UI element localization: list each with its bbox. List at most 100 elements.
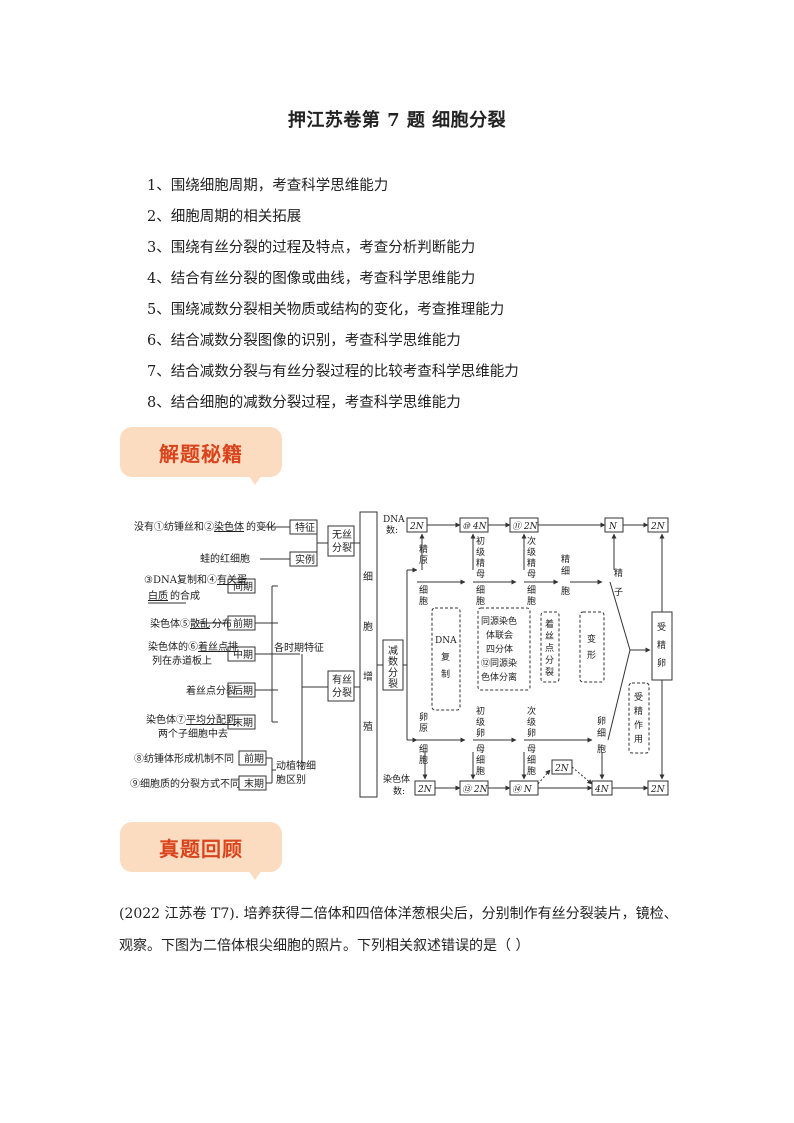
diagram-text: 着 — [545, 618, 554, 630]
page-title: 押江苏卷第 7 题 细胞分裂 — [287, 110, 507, 131]
question-text: (2022 江苏卷 T7). 培养获得二倍体和四倍体洋葱根尖后，分别制作有丝分裂… — [119, 906, 678, 954]
diagram-text: 原 — [419, 723, 428, 734]
diagram-text: 母 — [527, 744, 536, 755]
diagram-text: 分 — [545, 655, 554, 666]
diagram-text: 同源染色 — [481, 615, 517, 627]
banner-box — [120, 427, 282, 477]
list-item: 7、结合减数分裂与有丝分裂过程的比较考查科学思维能力 — [147, 364, 519, 380]
diagram-text: DNA — [435, 636, 457, 646]
section-banner-review: 真题回顾 — [120, 822, 285, 882]
diagram-text: 染色体的⑥着丝点排 — [148, 640, 238, 653]
diagram-text: 精 — [634, 705, 643, 717]
diagram-text: 胞 — [363, 621, 373, 633]
diagram-text: 后期 — [233, 685, 253, 697]
diagram-text: 数: — [386, 524, 398, 536]
banner-title: 真题回顾 — [159, 836, 243, 861]
diagram-text: 细 — [597, 727, 606, 739]
diagram-text: 分裂 — [332, 686, 352, 699]
list-item: 8、结合细胞的减数分裂过程，考查科学思维能力 — [147, 395, 461, 411]
diagram-text: 有丝 — [332, 673, 352, 686]
diagram-text: 胞 — [527, 765, 536, 777]
diagram-text: 精 — [476, 557, 485, 569]
diagram-text: 母 — [476, 569, 485, 580]
diagram-text: 末期 — [233, 716, 253, 729]
diagram-text: 动植物细 — [276, 759, 316, 772]
diagram-text: 色体分离 — [481, 671, 517, 683]
diagram-text: 胞 — [476, 595, 485, 607]
diagram-text: 级 — [476, 716, 485, 728]
diagram-text: 胞 — [419, 595, 428, 607]
diagram-text: ⑩ 4N — [462, 522, 488, 532]
banner-tail — [248, 475, 262, 485]
diagram-text: 细 — [527, 584, 536, 596]
diagram-text: 间期 — [233, 580, 253, 593]
list-item: 2、细胞周期的相关拓展 — [147, 209, 302, 225]
diagram-text: 变 — [587, 633, 596, 645]
diagram-text: 胞 — [561, 585, 570, 597]
diagram-text: 殖 — [363, 720, 373, 733]
diagram-text: 丝 — [545, 630, 554, 642]
objective-list: 1、围绕细胞周期，考查科学思维能力 2、细胞周期的相关拓展 3、围绕有丝分裂的过… — [147, 175, 519, 423]
diagram-text: 级 — [527, 546, 536, 558]
diagram-text: 级 — [527, 716, 536, 728]
diagram-text: 受 — [657, 621, 666, 633]
diagram-text: 无丝 — [332, 529, 352, 541]
diagram-text: 体联会 — [486, 629, 513, 641]
diagram-text: N — [608, 522, 618, 532]
diagram-text: 细 — [561, 565, 570, 577]
diagram-text: ⑬ 2N — [462, 784, 489, 795]
diagram-text: 制 — [441, 668, 450, 680]
diagram-text: 前期 — [244, 752, 264, 765]
diagram-text: 染色体⑦平均分配到 — [146, 713, 236, 726]
diagram-text: 胞 — [476, 765, 485, 777]
list-item: 4、结合有丝分裂的图像或曲线，考查科学思维能力 — [147, 271, 476, 287]
diagram-text: 母 — [476, 744, 485, 755]
diagram-text: 复 — [441, 651, 450, 663]
diagram-text: ⑧纺锤体形成机制不同 — [134, 752, 234, 765]
diagram-text: 细 — [419, 743, 428, 755]
diagram-text: 卵 — [527, 728, 536, 739]
diagram-text: 数 — [388, 655, 398, 668]
diagram-text: ⑨细胞质的分裂方式不同 — [130, 777, 240, 790]
diagram-text: 2N — [650, 785, 666, 795]
diagram-text: 用 — [634, 734, 643, 745]
diagram-text: 细 — [527, 754, 536, 766]
diagram-text: 卵 — [657, 658, 666, 669]
diagram-text: 特征 — [295, 522, 315, 534]
banner-box — [120, 822, 282, 872]
diagram-text: 精 — [657, 639, 666, 651]
diagram-text: 精 — [527, 557, 536, 569]
diagram-text: ⑪ 2N — [512, 521, 539, 532]
diagram-text: 白质的合成 — [148, 589, 200, 602]
diagram-text: 原 — [419, 555, 428, 566]
diagram-text: 增 — [363, 670, 373, 683]
diagram-text: 细 — [476, 584, 485, 596]
diagram-text: 卵 — [419, 712, 428, 723]
diagram-text: 分裂 — [332, 541, 352, 554]
diagram-text: 中期 — [233, 648, 253, 661]
diagram-text: ⑭ N — [512, 784, 533, 795]
list-item: 5、围绕减数分裂相关物质或结构的变化，考查推理能力 — [147, 302, 505, 318]
diagram-text: 作 — [634, 719, 643, 731]
diagram-text: 列在赤道板上 — [152, 654, 212, 667]
diagram-text: 染色体 — [383, 773, 410, 785]
banner-tail — [248, 870, 262, 880]
diagram-text: 精 — [419, 543, 428, 555]
diagram-text: 细 — [419, 584, 428, 596]
diagram-text: 胞 — [527, 595, 536, 607]
diagram-text: 次 — [527, 535, 536, 547]
diagram-text: 数: — [393, 785, 405, 797]
diagram-text: 着丝点分裂 — [186, 684, 236, 697]
diagram-text: 实例 — [295, 553, 315, 566]
diagram-text: 点 — [545, 643, 554, 654]
diagram-text: 次 — [527, 705, 536, 717]
diagram-text: 精 — [561, 553, 570, 565]
diagram-text: 卵 — [476, 728, 485, 739]
diagram-text: 2N — [409, 522, 425, 532]
diagram-text: 没有①纺锤丝和②染色体的变化 — [134, 520, 276, 533]
diagram-text: DNA — [383, 515, 405, 525]
diagram-text: 减 — [388, 645, 398, 657]
diagram-text: 初 — [476, 535, 485, 547]
list-item: 1、围绕细胞周期，考查科学思维能力 — [147, 178, 389, 194]
diagram-text: 母 — [527, 569, 536, 580]
